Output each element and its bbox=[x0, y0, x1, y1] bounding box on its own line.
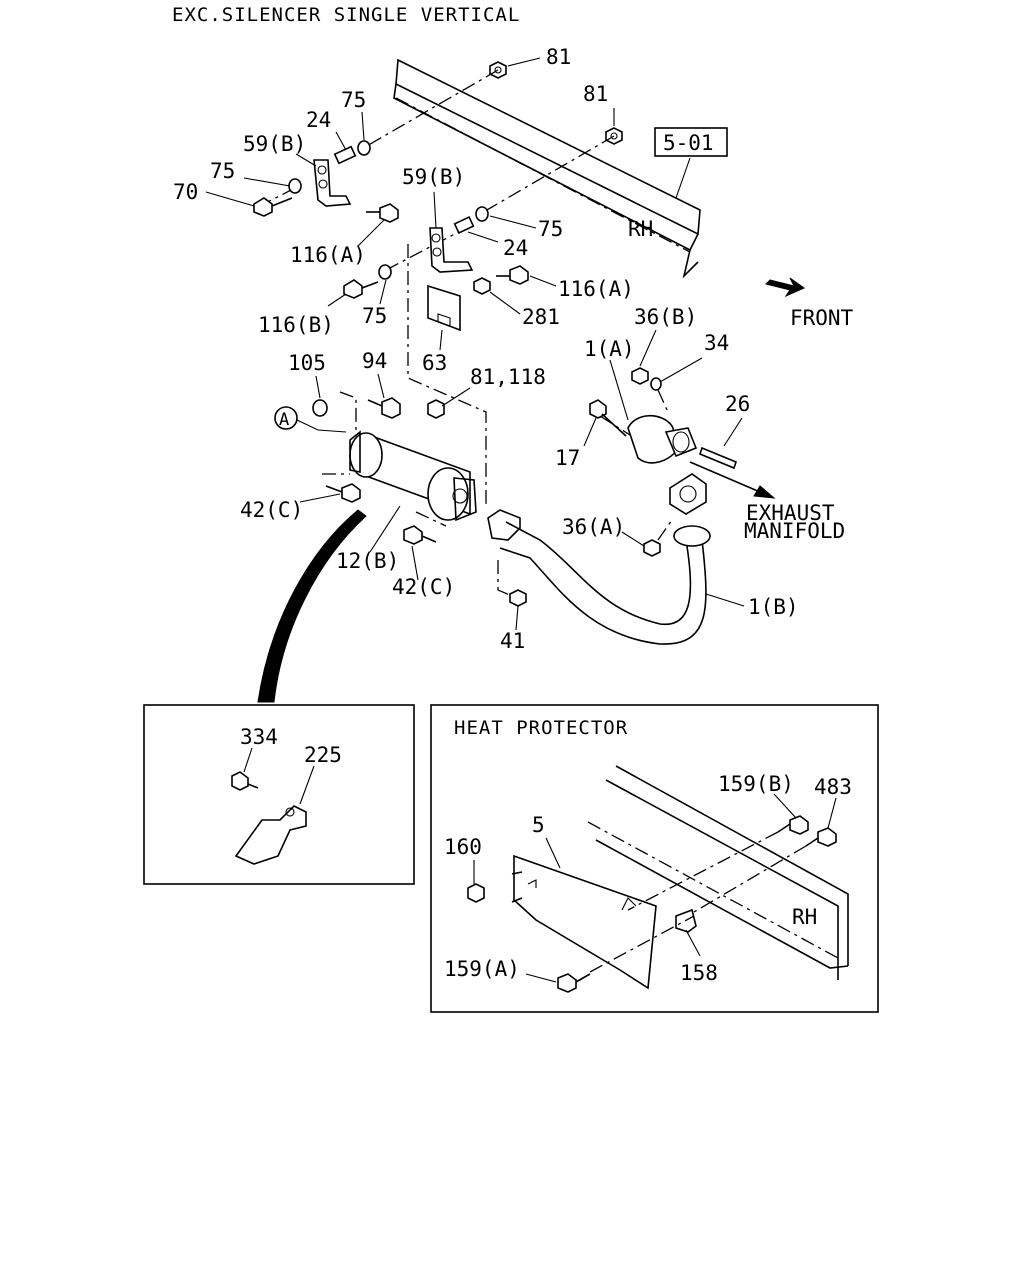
callout-59b-right: 59(B) bbox=[402, 165, 465, 189]
callout-63: 63 bbox=[422, 351, 447, 375]
callout-159a: 159(A) bbox=[444, 957, 520, 981]
callout-81-118: 81,118 bbox=[470, 365, 546, 389]
callout-17: 17 bbox=[555, 446, 580, 470]
callout-225: 225 bbox=[304, 743, 342, 767]
callout-116b: 116(B) bbox=[258, 313, 334, 337]
inset-bracket-detail: 334 225 bbox=[143, 704, 415, 885]
callout-75-top: 75 bbox=[341, 88, 366, 112]
callout-483: 483 bbox=[814, 775, 852, 799]
ref-box-label: 5-01 bbox=[663, 131, 714, 155]
callout-12b: 12(B) bbox=[336, 549, 399, 573]
callout-160: 160 bbox=[444, 835, 482, 859]
callout-5: 5 bbox=[532, 813, 545, 837]
callout-81-left: 81 bbox=[546, 45, 571, 69]
front-label: FRONT bbox=[790, 306, 854, 330]
frame-rail bbox=[393, 58, 701, 279]
callout-59b-left: 59(B) bbox=[243, 132, 306, 156]
callout-24-left: 24 bbox=[306, 108, 331, 132]
callout-24-right: 24 bbox=[503, 236, 528, 260]
frame-bolt-assembly bbox=[253, 61, 623, 332]
callout-42c-right: 42(C) bbox=[392, 575, 455, 599]
exhaust-label: EXHAUST bbox=[746, 501, 835, 525]
leader-lines-lower bbox=[299, 329, 745, 631]
callout-94: 94 bbox=[362, 349, 387, 373]
silencer-assembly: A bbox=[274, 244, 776, 645]
callout-334: 334 bbox=[240, 725, 278, 749]
callout-158: 158 bbox=[680, 961, 718, 985]
callout-42c-left: 42(C) bbox=[240, 498, 303, 522]
front-arrow-icon bbox=[765, 277, 806, 298]
callout-70: 70 bbox=[173, 180, 198, 204]
callout-75-lower: 75 bbox=[362, 304, 387, 328]
callout-36b: 36(B) bbox=[634, 305, 697, 329]
callout-75-right: 75 bbox=[538, 217, 563, 241]
callout-41: 41 bbox=[500, 629, 525, 653]
inset-heat-protector: HEAT PROTECTOR RH 159(B) bbox=[430, 704, 879, 1013]
callout-105: 105 bbox=[288, 351, 326, 375]
callout-81-right: 81 bbox=[583, 82, 608, 106]
diagram-title: EXC.SILENCER SINGLE VERTICAL bbox=[172, 4, 520, 26]
callout-1b: 1(B) bbox=[748, 595, 799, 619]
callout-36a: 36(A) bbox=[562, 515, 625, 539]
callout-75-left: 75 bbox=[210, 159, 235, 183]
callout-1a: 1(A) bbox=[584, 337, 635, 361]
callout-labels: 81 81 75 24 59(B) 75 70 59(B) 75 24 116(… bbox=[173, 45, 845, 653]
circle-ref-a: A bbox=[279, 410, 289, 430]
callout-26: 26 bbox=[725, 392, 750, 416]
callout-34: 34 bbox=[704, 331, 729, 355]
callout-281: 281 bbox=[522, 305, 560, 329]
ref-box-5-01: 5-01 bbox=[654, 127, 728, 199]
inset-rh-label: RH bbox=[792, 905, 817, 929]
frame-rh-label: RH bbox=[628, 217, 653, 241]
detail-pointer-arrow bbox=[257, 509, 367, 703]
leader-lines-upper bbox=[205, 57, 615, 351]
heat-protector-title: HEAT PROTECTOR bbox=[454, 717, 628, 739]
callout-159b: 159(B) bbox=[718, 772, 794, 796]
manifold-label: MANIFOLD bbox=[744, 519, 845, 543]
callout-116a-right: 116(A) bbox=[558, 277, 634, 301]
callout-116a-left: 116(A) bbox=[290, 243, 366, 267]
